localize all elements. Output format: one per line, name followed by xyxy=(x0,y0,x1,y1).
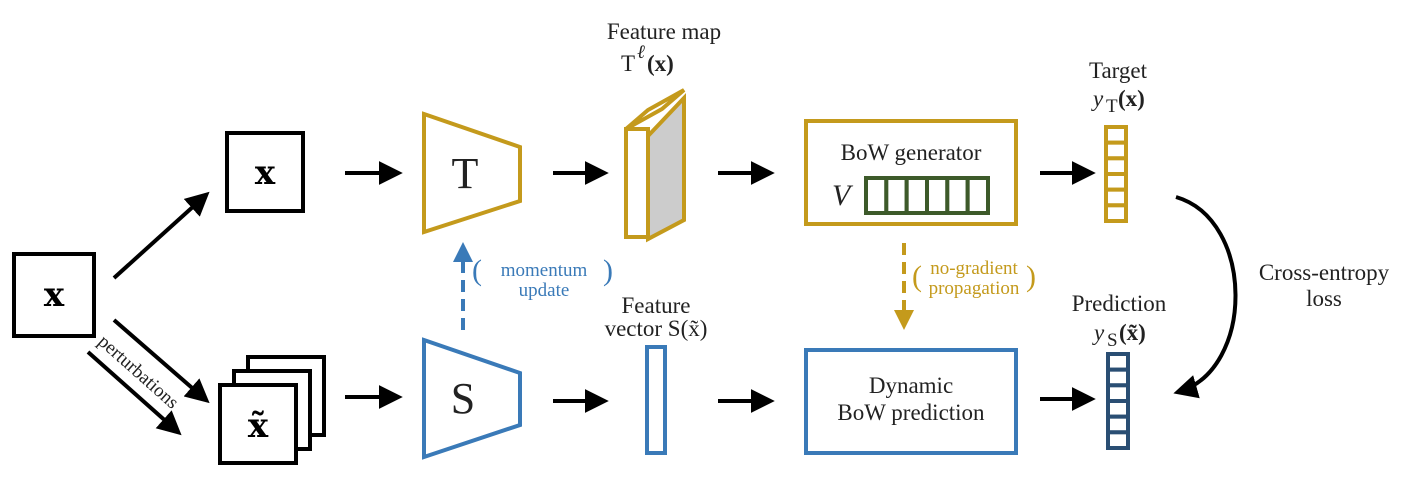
input-image: x xyxy=(12,252,96,338)
prediction-bin xyxy=(1106,430,1130,451)
prediction-sub: S xyxy=(1107,330,1118,351)
vocabulary xyxy=(864,176,991,215)
vocab-symbol: V xyxy=(832,179,854,212)
arrow-input-to-student-input xyxy=(112,318,210,404)
target-bin xyxy=(1104,187,1128,208)
prediction-bin xyxy=(1106,367,1130,388)
bow-generator-title: BoW generator xyxy=(841,140,982,165)
arrow-input-to-teacher-input xyxy=(112,191,210,280)
no-gradient-line2: propagation xyxy=(929,278,1020,299)
target-notation: y T (x) xyxy=(1091,86,1145,117)
momentum-line2: update xyxy=(519,280,570,301)
target-bin xyxy=(1104,156,1128,176)
prediction-bin xyxy=(1106,399,1130,419)
feature-map-base: T xyxy=(621,51,635,76)
arrow-perturbations xyxy=(86,350,182,436)
feature-vector-line1: Feature xyxy=(622,293,691,318)
svg-text:): ) xyxy=(603,254,613,287)
feature-map-sup: ℓ xyxy=(637,42,645,63)
vocab-cell xyxy=(965,176,991,215)
target-bin xyxy=(1104,203,1128,223)
target-sub: T xyxy=(1106,96,1118,117)
target-bin xyxy=(1104,140,1128,161)
teacher-symbol: T xyxy=(452,149,479,198)
target-bin xyxy=(1104,172,1128,192)
no-gradient-label: ( no-gradient propagation ) xyxy=(912,258,1036,299)
teacher-input-image: x xyxy=(225,131,305,213)
vocab-cell xyxy=(884,176,909,215)
cross-entropy-arrow xyxy=(1173,195,1238,399)
bow-generator: BoW generator V xyxy=(804,119,1018,226)
feature-vector xyxy=(645,345,667,455)
prediction-notation: y S (x̃) xyxy=(1092,320,1146,351)
loss-line2: loss xyxy=(1306,286,1342,311)
target-distribution xyxy=(1104,125,1128,223)
feature-map-title: Feature map xyxy=(607,19,721,44)
no-gradient-line1: no-gradient xyxy=(930,258,1018,279)
teacher-network: T xyxy=(422,111,522,235)
vocab-cell xyxy=(945,176,970,215)
prediction-title: Prediction xyxy=(1072,291,1167,316)
feature-map xyxy=(624,88,686,243)
student-symbol: S xyxy=(451,374,475,423)
svg-text:(: ( xyxy=(912,260,922,293)
teacher-input-symbol: x xyxy=(255,153,276,193)
target-arg: (x) xyxy=(1118,86,1145,111)
target-bin xyxy=(1104,125,1128,145)
dynamic-bow-line2: BoW prediction xyxy=(837,400,985,425)
loss-line1: Cross-entropy xyxy=(1259,260,1390,285)
feature-map-arg: (x) xyxy=(647,51,674,76)
student-input-stack: x̃ xyxy=(218,355,326,465)
prediction-distribution xyxy=(1106,352,1130,451)
student-input-symbol: x̃ xyxy=(248,406,269,446)
student-network: S xyxy=(422,337,522,460)
vocab-cell xyxy=(864,176,889,215)
prediction-bin xyxy=(1106,383,1130,404)
prediction-symbol: y xyxy=(1092,320,1105,345)
momentum-line1: momentum xyxy=(501,260,588,281)
feature-map-notation: T ℓ (x) xyxy=(621,42,674,76)
svg-text:(: ( xyxy=(472,254,482,287)
vocab-cell xyxy=(925,176,950,215)
input-symbol: x xyxy=(44,275,65,315)
target-symbol: y xyxy=(1091,86,1104,111)
feature-vector-line2: vector S(x̃) xyxy=(605,316,708,341)
dynamic-bow-prediction: Dynamic BoW prediction xyxy=(804,348,1018,455)
prediction-bin xyxy=(1106,352,1130,372)
svg-text:): ) xyxy=(1026,260,1036,293)
prediction-arg: (x̃) xyxy=(1119,320,1146,345)
target-title: Target xyxy=(1089,58,1148,83)
vocab-cell xyxy=(904,176,930,215)
momentum-label: ( momentum update ) xyxy=(472,254,613,301)
prediction-bin xyxy=(1106,414,1130,435)
dynamic-bow-line1: Dynamic xyxy=(869,373,953,398)
